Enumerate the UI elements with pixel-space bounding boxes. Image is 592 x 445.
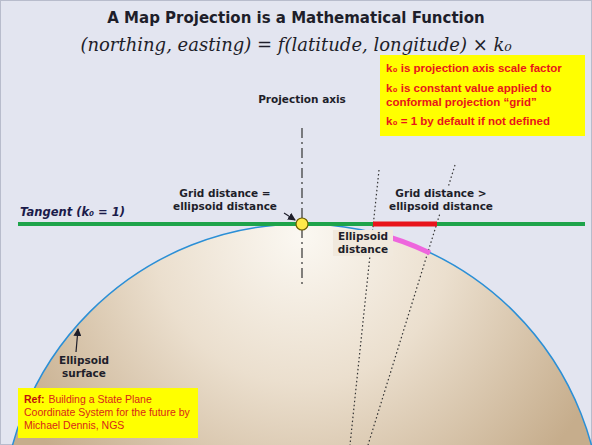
note-line: k₀ is constant value applied to conforma… [386, 82, 579, 110]
projection-ray [350, 170, 379, 445]
ellipsoid-surface [2, 224, 592, 445]
grid-equal-label: Grid distance = ellipsoid distance [158, 187, 292, 213]
reference-heading: Ref: [24, 393, 44, 405]
tangent-point [296, 218, 308, 230]
ellipsoid-surface-label: Ellipsoid surface [44, 354, 124, 380]
note-box: k₀ is projection axis scale factor k₀ is … [380, 55, 585, 136]
projection-formula: (northing, easting) = f(latitude, longit… [6, 34, 586, 55]
grid-distance-segment [373, 222, 437, 227]
note-line: k₀ = 1 by default if not defined [386, 115, 579, 129]
leader-arrow [76, 329, 78, 352]
grid-greater-label: Grid distance > ellipsoid distance [383, 187, 499, 213]
note-line: k₀ is projection axis scale factor [386, 62, 579, 76]
ellipsoid-distance-label: Ellipsoid distance [333, 230, 393, 256]
leader-arrow [284, 213, 295, 220]
projection-axis [301, 128, 302, 286]
reference-box: Ref:Building a State Plane Coordinate Sy… [18, 388, 198, 438]
axis-label: Projection axis [257, 93, 347, 106]
tangent-label: Tangent (k₀ = 1) [20, 205, 160, 219]
reference-text: Building a State Plane Coordinate System… [24, 393, 190, 431]
slide-title: A Map Projection is a Mathematical Funct… [10, 9, 582, 27]
